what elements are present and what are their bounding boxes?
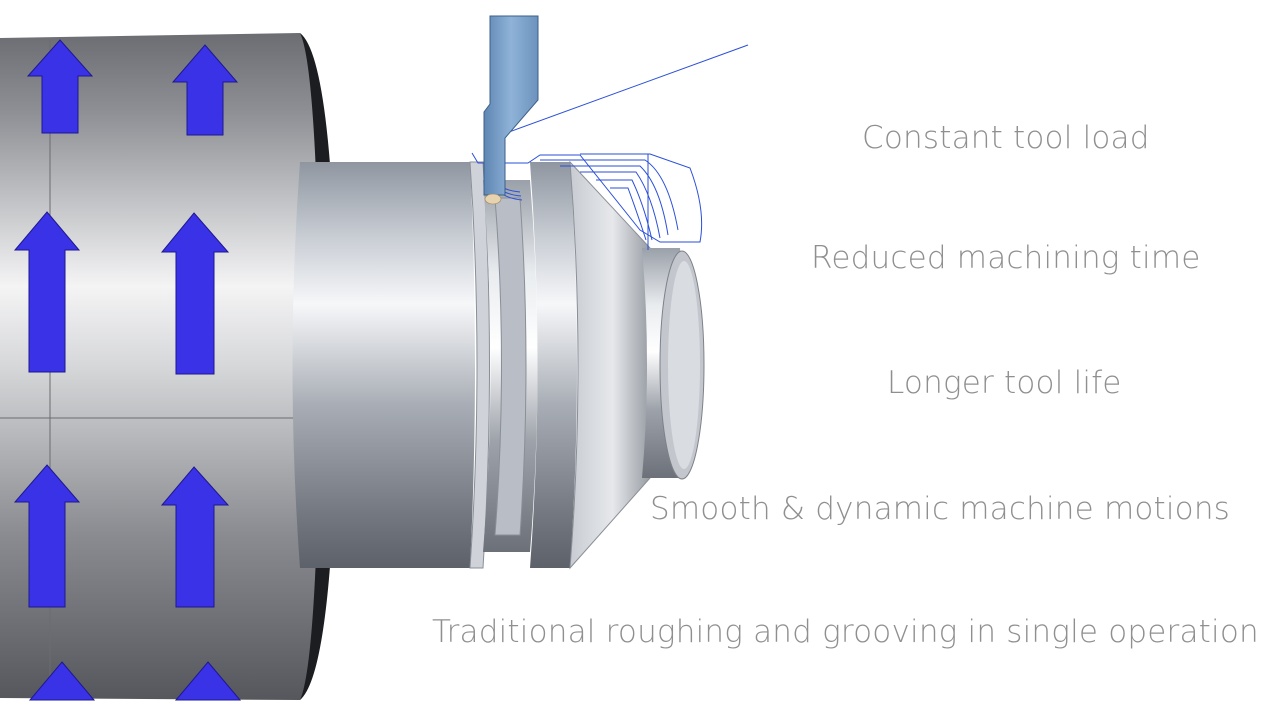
- up-arrow-icon: [174, 661, 242, 701]
- benefit-constant-tool-load: Constant tool load: [862, 120, 1150, 156]
- benefit-single-operation: Traditional roughing and grooving in sin…: [432, 614, 1259, 650]
- up-arrow-icon: [13, 464, 81, 608]
- workpiece: [292, 160, 705, 570]
- up-arrow-icon: [171, 44, 239, 136]
- up-arrow-icon: [13, 211, 81, 373]
- up-arrow-icon: [28, 661, 96, 701]
- rotation-arrows: [13, 39, 242, 701]
- cutting-tool: [483, 15, 539, 205]
- benefit-longer-tool-life: Longer tool life: [887, 365, 1122, 401]
- benefit-smooth-motions: Smooth & dynamic machine motions: [650, 491, 1231, 527]
- up-arrow-icon: [160, 212, 230, 375]
- up-arrow-icon: [26, 39, 94, 134]
- benefit-reduced-machining-time: Reduced machining time: [811, 240, 1201, 276]
- up-arrow-icon: [160, 466, 230, 608]
- toolpath: [471, 44, 749, 250]
